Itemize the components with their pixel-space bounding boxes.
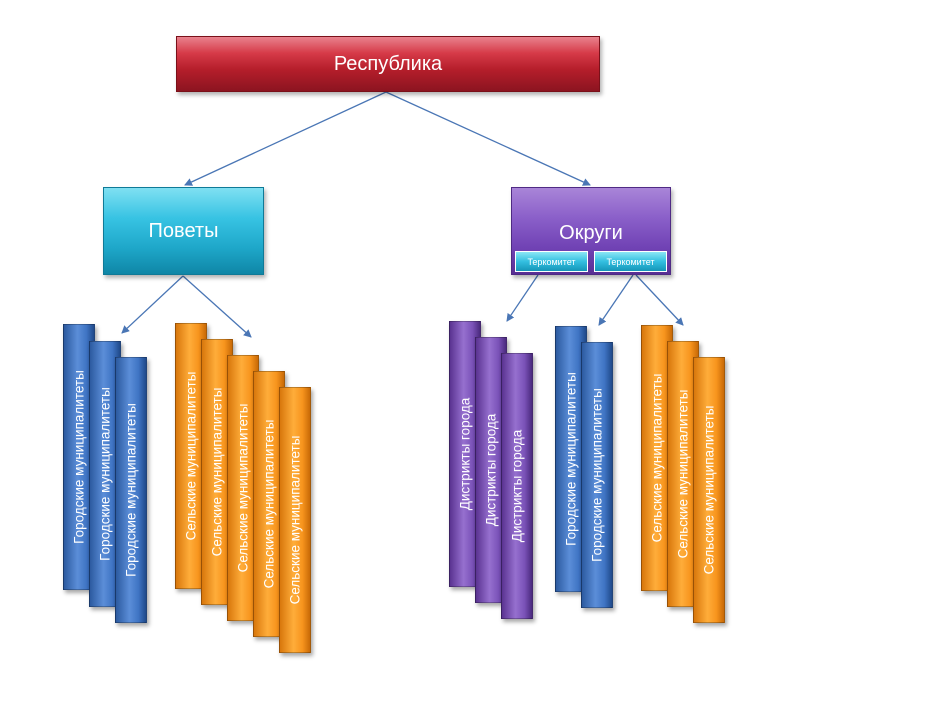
- tile-label: Городские муниципалитеты: [563, 372, 579, 546]
- arrow-povety-to-urban: [121, 275, 184, 334]
- tile-label: Городские муниципалитеты: [123, 403, 139, 577]
- tile-label: Сельские муниципалитеты: [183, 371, 199, 541]
- terkomitet-label: Теркомитет: [606, 256, 655, 267]
- arrow-povety-to-rural: [182, 275, 252, 338]
- tile-label: Сельские муниципалитеты: [209, 387, 225, 557]
- tile-label: Городские муниципалитеты: [97, 387, 113, 561]
- city-district-tile: Дистрикты города: [501, 353, 533, 619]
- tile-label: Городские муниципалитеты: [71, 370, 87, 544]
- tile-label: Городские муниципалитеты: [589, 388, 605, 562]
- terkomitet-box-1: Теркомитет: [515, 251, 588, 272]
- arrow-terk2-to-urban: [598, 274, 634, 326]
- arrow-root-to-okrugi: [385, 91, 591, 186]
- republic-label: Республика: [333, 52, 443, 75]
- rural-municipality-tile: Сельские муниципалитеты: [693, 357, 725, 623]
- arrow-root-to-povety: [184, 91, 387, 186]
- tile-label: Сельские муниципалитеты: [675, 389, 691, 559]
- terkomitet-box-2: Теркомитет: [594, 251, 667, 272]
- povety-label: Поветы: [148, 219, 219, 242]
- tile-label: Сельские муниципалитеты: [235, 403, 251, 573]
- tile-label: Сельские муниципалитеты: [649, 373, 665, 543]
- urban-municipality-tile: Городские муниципалитеты: [115, 357, 147, 623]
- arrow-terk2-to-rural: [635, 274, 684, 326]
- tile-label: Сельские муниципалитеты: [701, 405, 717, 575]
- rural-municipality-tile: Сельские муниципалитеты: [279, 387, 311, 653]
- terkomitet-label: Теркомитет: [527, 256, 576, 267]
- republic-node: Республика: [176, 36, 600, 92]
- tile-label: Дистрикты города: [457, 397, 473, 511]
- povety-node: Поветы: [103, 187, 264, 275]
- tile-label: Дистрикты города: [509, 429, 525, 543]
- urban-municipality-tile: Городские муниципалитеты: [581, 342, 613, 608]
- tile-label: Дистрикты города: [483, 413, 499, 527]
- arrow-terk1-to-districts: [506, 274, 539, 322]
- tile-label: Сельские муниципалитеты: [261, 419, 277, 589]
- okrugi-label: Округи: [559, 222, 623, 244]
- tile-label: Сельские муниципалитеты: [287, 435, 303, 605]
